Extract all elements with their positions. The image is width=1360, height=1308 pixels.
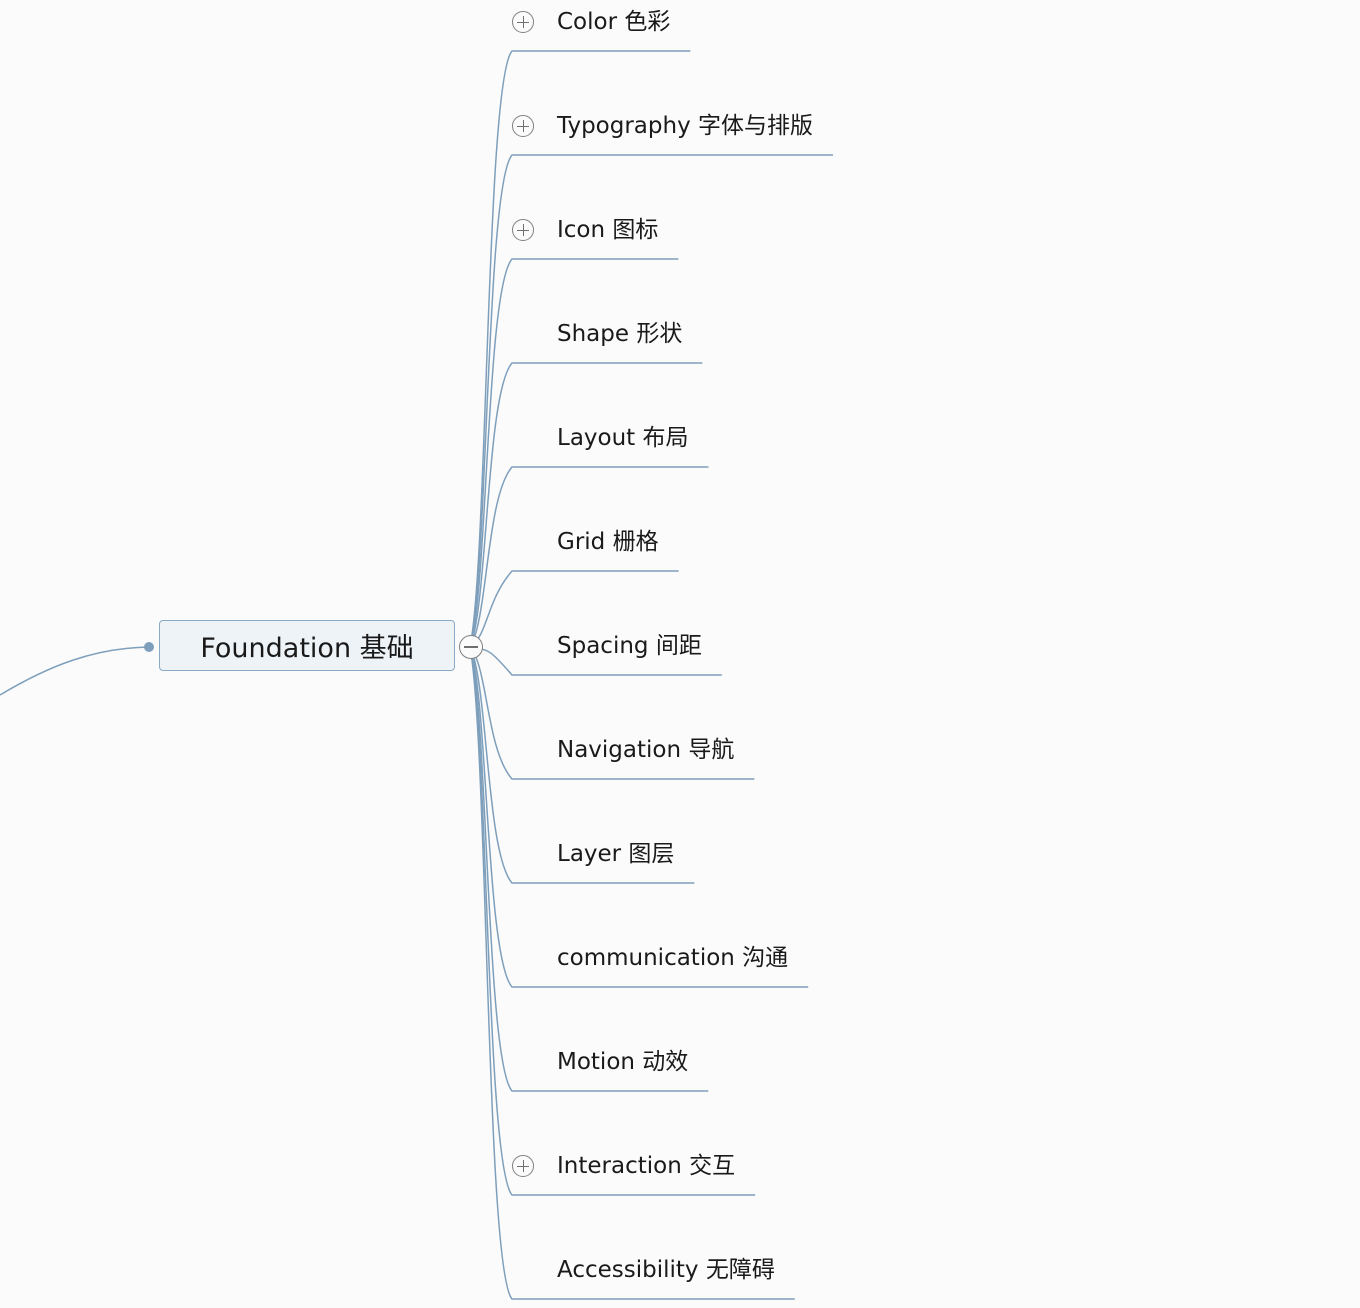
parent-connector-dot [144, 642, 154, 652]
branch-connector-interaction [469, 646, 756, 1196]
branch-connector-color [469, 50, 691, 648]
topic-layout[interactable]: Layout 布局 [557, 425, 689, 451]
topic-color[interactable]: Color 色彩 [557, 9, 671, 35]
branch-connector-shape [469, 362, 703, 648]
branch-connector-accessibility [469, 646, 795, 1300]
parent-connector-line [0, 646, 150, 696]
topic-communication[interactable]: communication 沟通 [557, 945, 789, 971]
branch-connector-motion [469, 646, 709, 1092]
topic-navigation[interactable]: Navigation 导航 [557, 737, 735, 763]
topic-spacing[interactable]: Spacing 间距 [557, 633, 702, 659]
branch-connector-typography [469, 154, 833, 648]
topic-interaction[interactable]: Interaction 交互 [557, 1153, 736, 1179]
expand-plus-icon[interactable] [512, 115, 534, 137]
branch-connector-layout [469, 466, 709, 648]
topic-motion[interactable]: Motion 动效 [557, 1049, 689, 1075]
topic-accessibility[interactable]: Accessibility 无障碍 [557, 1257, 775, 1283]
collapse-minus-icon[interactable] [459, 635, 483, 659]
expand-plus-icon[interactable] [512, 219, 534, 241]
branch-connector-icon [469, 258, 679, 648]
topic-icon[interactable]: Icon 图标 [557, 217, 659, 243]
topic-shape[interactable]: Shape 形状 [557, 321, 683, 347]
topic-typography[interactable]: Typography 字体与排版 [557, 113, 813, 139]
expand-plus-icon[interactable] [512, 1155, 534, 1177]
branch-connector-communication [469, 646, 809, 988]
expand-plus-icon[interactable] [512, 11, 534, 33]
branch-connector-layer [469, 646, 695, 884]
central-topic-label: Foundation 基础 [200, 633, 414, 664]
central-topic-foundation[interactable]: Foundation 基础 [159, 620, 455, 671]
topic-grid[interactable]: Grid 栅格 [557, 529, 659, 555]
topic-layer[interactable]: Layer 图层 [557, 841, 675, 867]
